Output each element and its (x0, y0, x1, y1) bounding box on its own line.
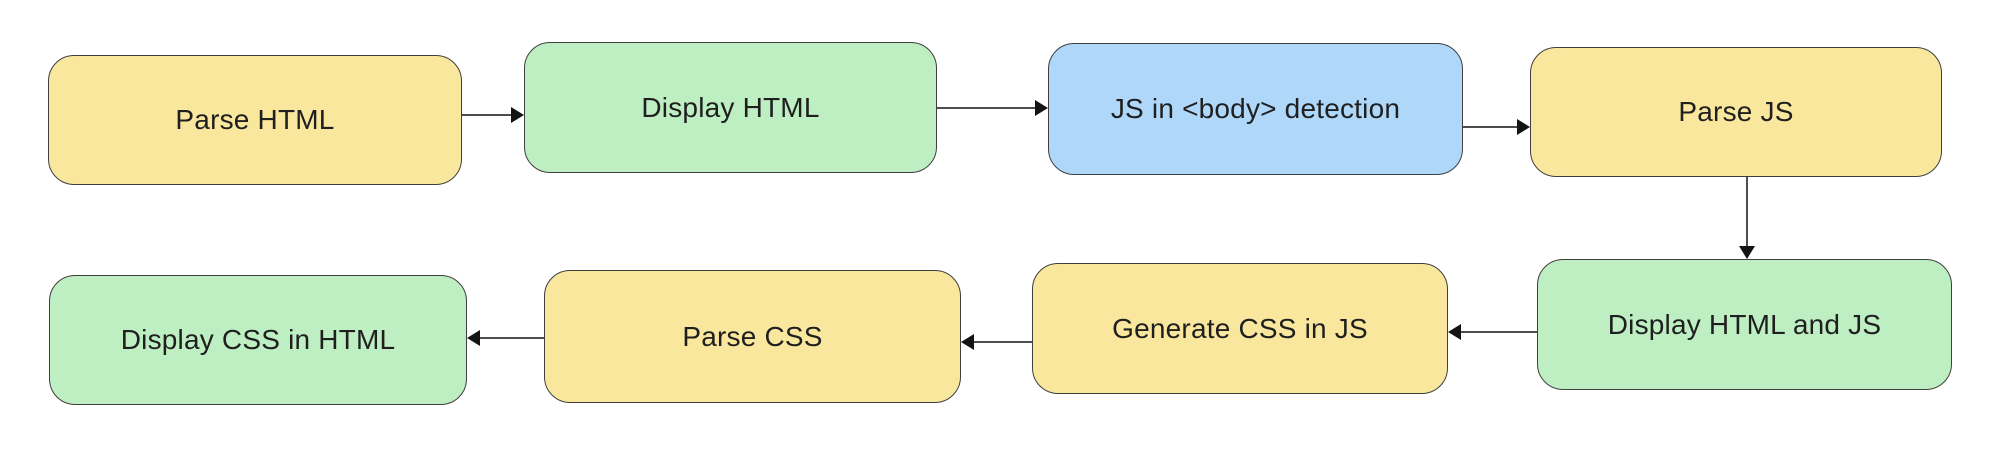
node-label-generate-css-in-js: Generate CSS in JS (1112, 312, 1368, 344)
arrowhead-right-icon (1035, 100, 1048, 116)
node-display-html-and-js: Display HTML and JS (1537, 259, 1952, 390)
arrow-line (1746, 177, 1748, 246)
arrowhead-right-icon (511, 107, 524, 123)
node-label-js-body-detection: JS in <body> detection (1110, 93, 1401, 124)
node-js-body-detection: JS in <body> detection (1048, 43, 1463, 175)
arrowhead-left-icon (961, 334, 974, 350)
node-label-parse-js: Parse JS (1678, 96, 1794, 127)
arrow-line (1463, 126, 1517, 128)
node-label-display-html-and-js: Display HTML and JS (1607, 308, 1882, 340)
arrow-line (974, 341, 1032, 343)
arrowhead-down-icon (1739, 246, 1755, 259)
arrow-line (480, 337, 544, 339)
node-display-html: Display HTML (524, 42, 937, 173)
node-label-parse-html: Parse HTML (175, 104, 335, 135)
arrow-line (1461, 331, 1537, 333)
node-label-display-html: Display HTML (641, 91, 820, 123)
arrow-line (937, 107, 1035, 109)
node-label-display-css-in-html: Display CSS in HTML (120, 324, 396, 355)
node-label-parse-css: Parse CSS (682, 320, 823, 352)
node-parse-css: Parse CSS (544, 270, 961, 403)
node-parse-html: Parse HTML (48, 55, 462, 185)
node-parse-js: Parse JS (1530, 47, 1942, 177)
arrowhead-left-icon (1448, 324, 1461, 340)
node-display-css-in-html: Display CSS in HTML (49, 275, 467, 405)
arrowhead-left-icon (467, 330, 480, 346)
node-generate-css-in-js: Generate CSS in JS (1032, 263, 1448, 394)
arrowhead-right-icon (1517, 119, 1530, 135)
arrow-line (462, 114, 511, 116)
